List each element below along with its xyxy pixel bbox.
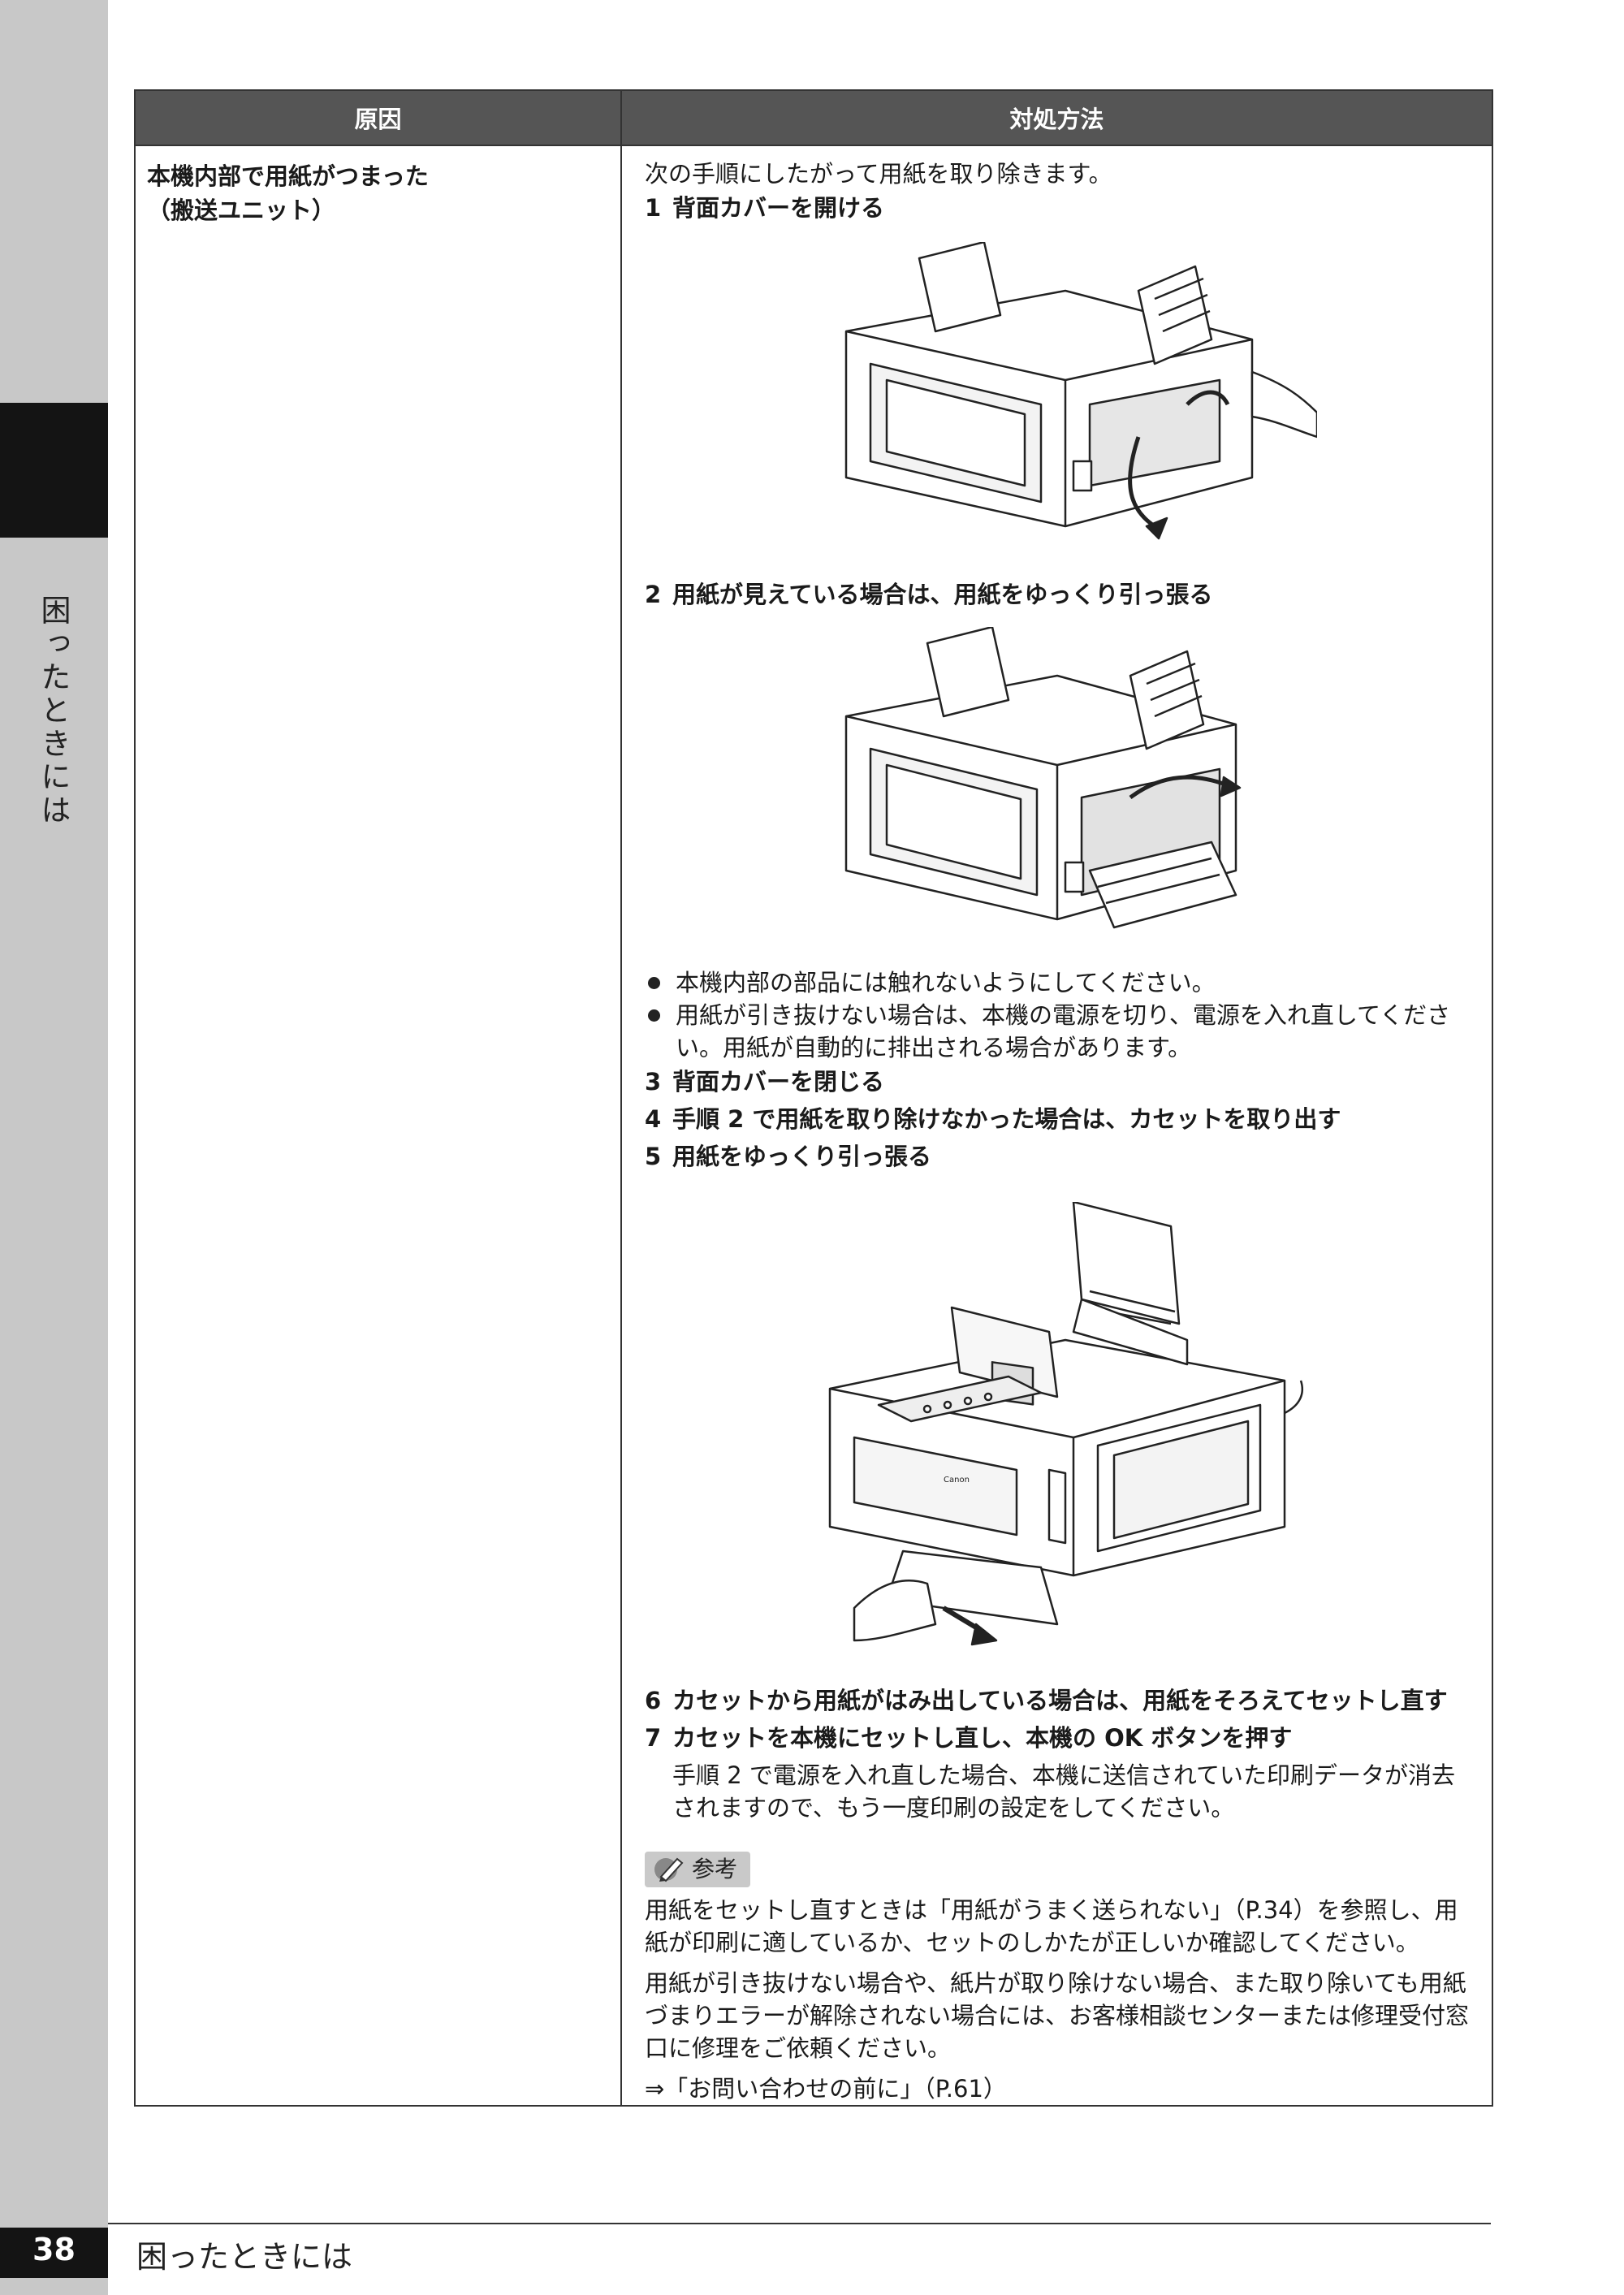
header-cause: 原因: [134, 89, 622, 146]
cause-cell: 本機内部で用紙がつまった （搬送ユニット）: [134, 145, 622, 2107]
reference-link[interactable]: ⇒「お問い合わせの前に」（P.61）: [645, 2075, 1007, 2103]
reference-badge: 参考: [645, 1852, 751, 1887]
page-number-box: [0, 2228, 108, 2278]
illustration-open-rear-cover: [844, 242, 1317, 540]
footer-title: 困ったときには: [136, 2239, 353, 2275]
remedy-intro: 次の手順にしたがって用紙を取り除きます。: [645, 160, 1112, 188]
bullet-1: 本機内部の部品には触れないようにしてください。: [645, 966, 1469, 999]
page-number: 38: [32, 2232, 76, 2267]
footer-rule: [108, 2223, 1491, 2224]
illustration-pull-paper-rear: [844, 627, 1241, 929]
reference-para-2: 用紙が引き抜けない場合や、紙片が取り除けない場合、また取り除いても用紙づまりエラ…: [645, 1969, 1470, 2062]
cause-subtext: （搬送ユニット）: [147, 197, 336, 224]
reference-para-1: 用紙をセットし直すときは「用紙がうまく送られない」（P.34）を参照し、用紙が印…: [645, 1896, 1458, 1956]
cause-text: 本機内部で用紙がつまった: [147, 162, 429, 190]
chapter-label: 困ったときには: [36, 594, 71, 828]
pencil-icon: [654, 1857, 684, 1882]
troubleshooting-table: 原因 対処方法 本機内部で用紙がつまった （搬送ユニット） 次の手順にしたがって…: [134, 89, 1493, 2107]
chapter-tab: [0, 403, 108, 538]
bullet-2: 用紙が引き抜けない場合は、本機の電源を切り、電源を入れ直してください。用紙が自動…: [645, 999, 1469, 1064]
reference-label: 参考: [692, 1856, 738, 1882]
side-strip: [0, 0, 108, 2295]
header-remedy: 対処方法: [620, 89, 1493, 146]
printer-logo: Canon: [944, 1476, 970, 1485]
step-7-note: 手順 2 で電源を入れ直した場合、本機に送信されていた印刷データが消去されますの…: [672, 1761, 1456, 1822]
illustration-pull-paper-cassette: Canon: [828, 1202, 1303, 1646]
